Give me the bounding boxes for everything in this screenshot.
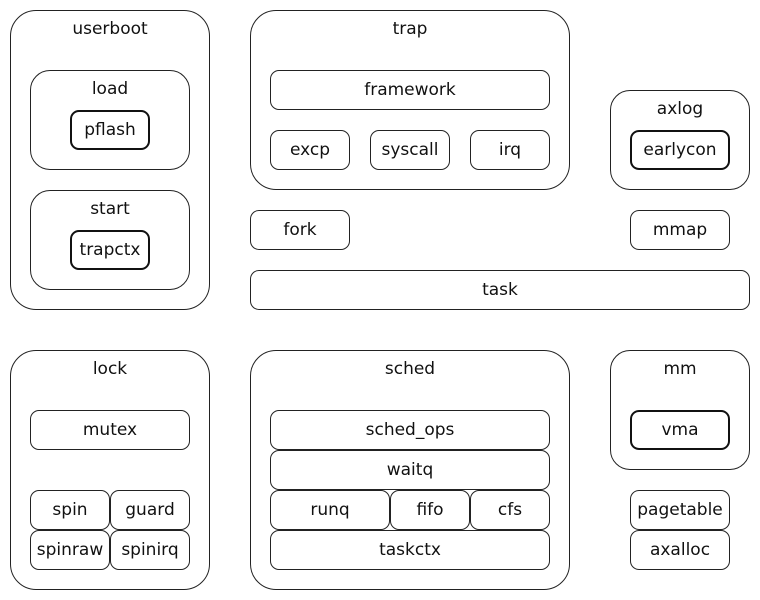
module-runq[interactable]: runq [270,490,390,530]
group-title-trap: trap [392,19,428,39]
group-load: load [30,70,190,170]
module-mutex[interactable]: mutex [30,410,190,450]
module-excp[interactable]: excp [270,130,350,170]
group-title-userboot: userboot [72,19,148,39]
module-task[interactable]: task [250,270,750,310]
module-pflash[interactable]: pflash [70,110,150,150]
group-title-mm: mm [663,359,697,379]
module-spin[interactable]: spin [30,490,110,530]
group-title-sched: sched [384,359,436,379]
module-waitq[interactable]: waitq [270,450,550,490]
group-title-lock: lock [92,359,128,379]
group-title-axlog: axlog [656,99,704,119]
module-vma[interactable]: vma [630,410,730,450]
group-title-load: load [91,79,129,99]
module-syscall[interactable]: syscall [370,130,450,170]
module-trapctx[interactable]: trapctx [70,230,150,270]
module-framework[interactable]: framework [270,70,550,110]
module-spinirq[interactable]: spinirq [110,530,190,570]
module-mmap[interactable]: mmap [630,210,730,250]
module-fifo[interactable]: fifo [390,490,470,530]
module-spinraw[interactable]: spinraw [30,530,110,570]
module-earlycon[interactable]: earlycon [630,130,730,170]
module-fork[interactable]: fork [250,210,350,250]
module-cfs[interactable]: cfs [470,490,550,530]
module-guard[interactable]: guard [110,490,190,530]
module-axalloc[interactable]: axalloc [630,530,730,570]
module-irq[interactable]: irq [470,130,550,170]
group-title-start: start [90,199,130,219]
module-taskctx[interactable]: taskctx [270,530,550,570]
module-pagetable[interactable]: pagetable [630,490,730,530]
module-sched-ops[interactable]: sched_ops [270,410,550,450]
